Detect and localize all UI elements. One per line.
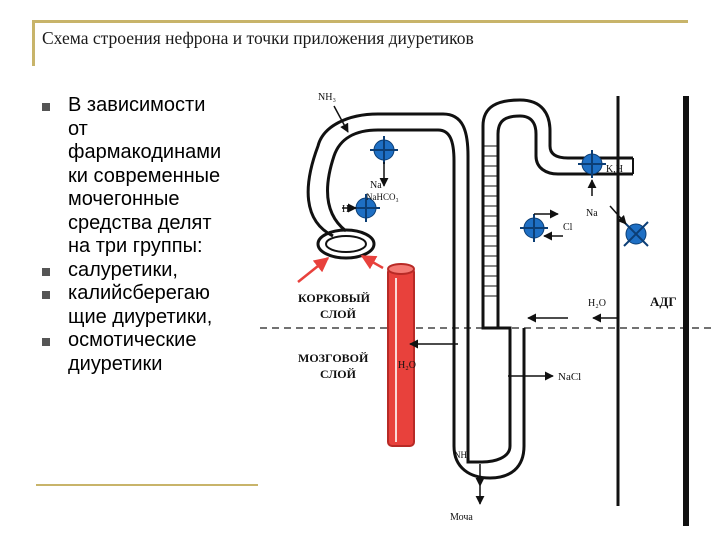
bullet-text: от: [68, 117, 88, 140]
bowman-capsule: [316, 228, 376, 260]
label-nh3-top: NH₃: [318, 92, 336, 103]
medullary-tube-outer: [466, 306, 512, 464]
lower-tube: [452, 266, 526, 480]
label-nh3-bottom: NH₃: [454, 450, 470, 460]
bullet-item-osmotic: осмотические диуретики: [42, 329, 262, 376]
proximal-tubule-inner-wall: [326, 128, 456, 266]
glomerulus: [325, 235, 367, 253]
bullet-text: мочегонные: [68, 188, 180, 210]
proximal-tubule-outer-wall: [306, 112, 470, 416]
label-medulla-2: СЛОЙ: [320, 367, 357, 381]
transport-arrows: [333, 105, 627, 505]
bullet-text: фармакодинами: [68, 141, 222, 163]
label-na-right: Na: [586, 208, 598, 219]
label-cortex-1: КОРКОВЫЙ: [298, 291, 371, 305]
loop-top-opening: [387, 263, 415, 275]
square-bullet-icon: [42, 267, 50, 276]
bullet-text: на три группы:: [68, 235, 203, 257]
square-bullet-icon: [42, 338, 50, 346]
label-na: Na: [370, 180, 382, 191]
label-adh: АДГ: [650, 294, 677, 309]
square-bullet-icon: [42, 103, 50, 111]
label-cl: Cl: [563, 222, 573, 233]
bullet-text: калийсберегаю: [68, 282, 210, 304]
bullet-list: В зависимости от фармакодинами ки соврем…: [42, 94, 262, 376]
ion-pump-icons: [355, 139, 647, 245]
bullet-text: осмотические: [68, 329, 197, 351]
red-arrow-left: [297, 257, 330, 283]
red-arrow-right: [360, 254, 384, 270]
slide-title: Схема строения нефрона и точки приложени…: [42, 28, 474, 48]
label-h: H: [342, 204, 349, 215]
label-nahco3: NaHCO₃: [366, 192, 399, 202]
bullet-text: ки современные: [68, 164, 221, 187]
frame-left-border: [32, 20, 35, 66]
ascending-limb-outer: [481, 98, 633, 306]
ascending-limb-inner: [496, 114, 633, 306]
bullet-text: салуретики,: [68, 258, 178, 281]
bullet-item-potassium-sparing: калийсберегаю щие диуретики,: [42, 282, 262, 329]
ion-pump-spikes: [352, 136, 649, 247]
label-h2o-right: H₂O: [588, 298, 606, 309]
label-h2o-loop: H₂O: [398, 360, 416, 371]
nephron-diagram: NH₃ Na NaHCO₃ H K,H Na Cl H₂O АДГ КОРКОВ…: [260, 92, 716, 526]
square-bullet-icon: [42, 291, 50, 299]
bullet-text: щие диуретики,: [68, 305, 213, 328]
label-nacl: NaCl: [558, 371, 581, 383]
bullet-text: диуретики: [68, 352, 163, 375]
bullet-item-saluretics: салуретики,: [42, 259, 262, 283]
label-medulla-1: МОЗГОВОЙ: [298, 351, 369, 365]
bullet-text: В зависимости: [68, 94, 206, 116]
label-urine: Моча: [450, 512, 473, 523]
bullet-text: средства делят: [68, 211, 212, 234]
loop-of-henle-red: [387, 267, 415, 447]
frame-bottom-border: [36, 484, 258, 486]
label-cortex-2: СЛОЙ: [320, 307, 357, 321]
frame-top-border: [32, 20, 688, 23]
ascending-limb-hatching: [483, 145, 498, 297]
bullet-item-groups: В зависимости от фармакодинами ки соврем…: [42, 94, 262, 259]
label-k-h: K,H: [606, 164, 623, 175]
